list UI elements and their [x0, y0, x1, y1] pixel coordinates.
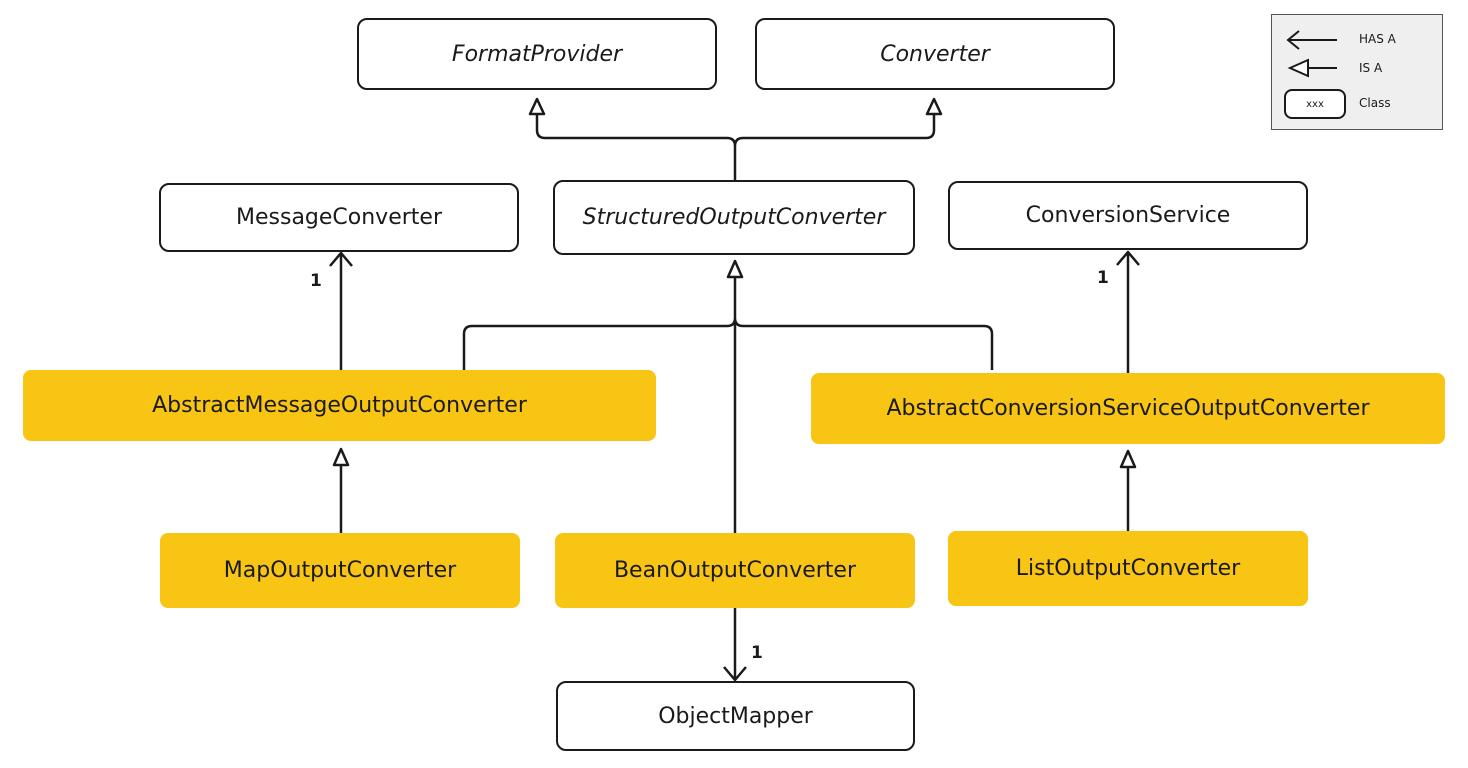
is-a-arrowhead-list [1119, 449, 1137, 469]
has-a-line-message-converter [329, 251, 353, 370]
legend-symbols [1286, 30, 1337, 78]
is-a-arrowhead-structured [726, 259, 744, 279]
has-a-line-conversion-service [1116, 250, 1140, 373]
class-format-provider: FormatProvider [357, 18, 717, 90]
legend-is-a-arrowhead-icon [1287, 58, 1309, 78]
class-message-converter: MessageConverter [159, 183, 519, 252]
multiplicity-conversion-service: 1 [1097, 268, 1109, 288]
is-a-arrowhead-map [332, 447, 350, 467]
is-a-arrowhead-format-provider [528, 97, 546, 116]
legend-is-a-label: IS A [1359, 61, 1383, 75]
legend-has-a-label: HAS A [1359, 32, 1396, 46]
class-abstract-conversion-service-output-converter: AbstractConversionServiceOutputConverter [811, 373, 1445, 444]
is-a-line-children-to-structured [462, 277, 994, 533]
class-list-output-converter: ListOutputConverter [948, 531, 1308, 606]
class-object-mapper: ObjectMapper [556, 681, 915, 751]
multiplicity-message-converter: 1 [310, 271, 322, 291]
legend-has-a-arrow-icon [1286, 30, 1337, 50]
class-conversion-service: ConversionService [948, 181, 1308, 250]
legend: HAS A IS A xxx Class [1271, 14, 1443, 130]
multiplicity-object-mapper: 1 [751, 643, 763, 663]
has-a-line-object-mapper [723, 608, 747, 682]
class-abstract-message-output-converter: AbstractMessageOutputConverter [23, 370, 656, 441]
legend-class-label: Class [1359, 96, 1391, 110]
class-structured-output-converter: StructuredOutputConverter [553, 180, 915, 255]
is-a-line-structured-to-providers [535, 114, 936, 180]
class-bean-output-converter: BeanOutputConverter [555, 533, 915, 608]
class-converter: Converter [755, 18, 1115, 90]
legend-class-sample: xxx [1284, 89, 1346, 119]
class-map-output-converter: MapOutputConverter [160, 533, 520, 608]
is-a-arrowhead-converter [925, 97, 943, 116]
